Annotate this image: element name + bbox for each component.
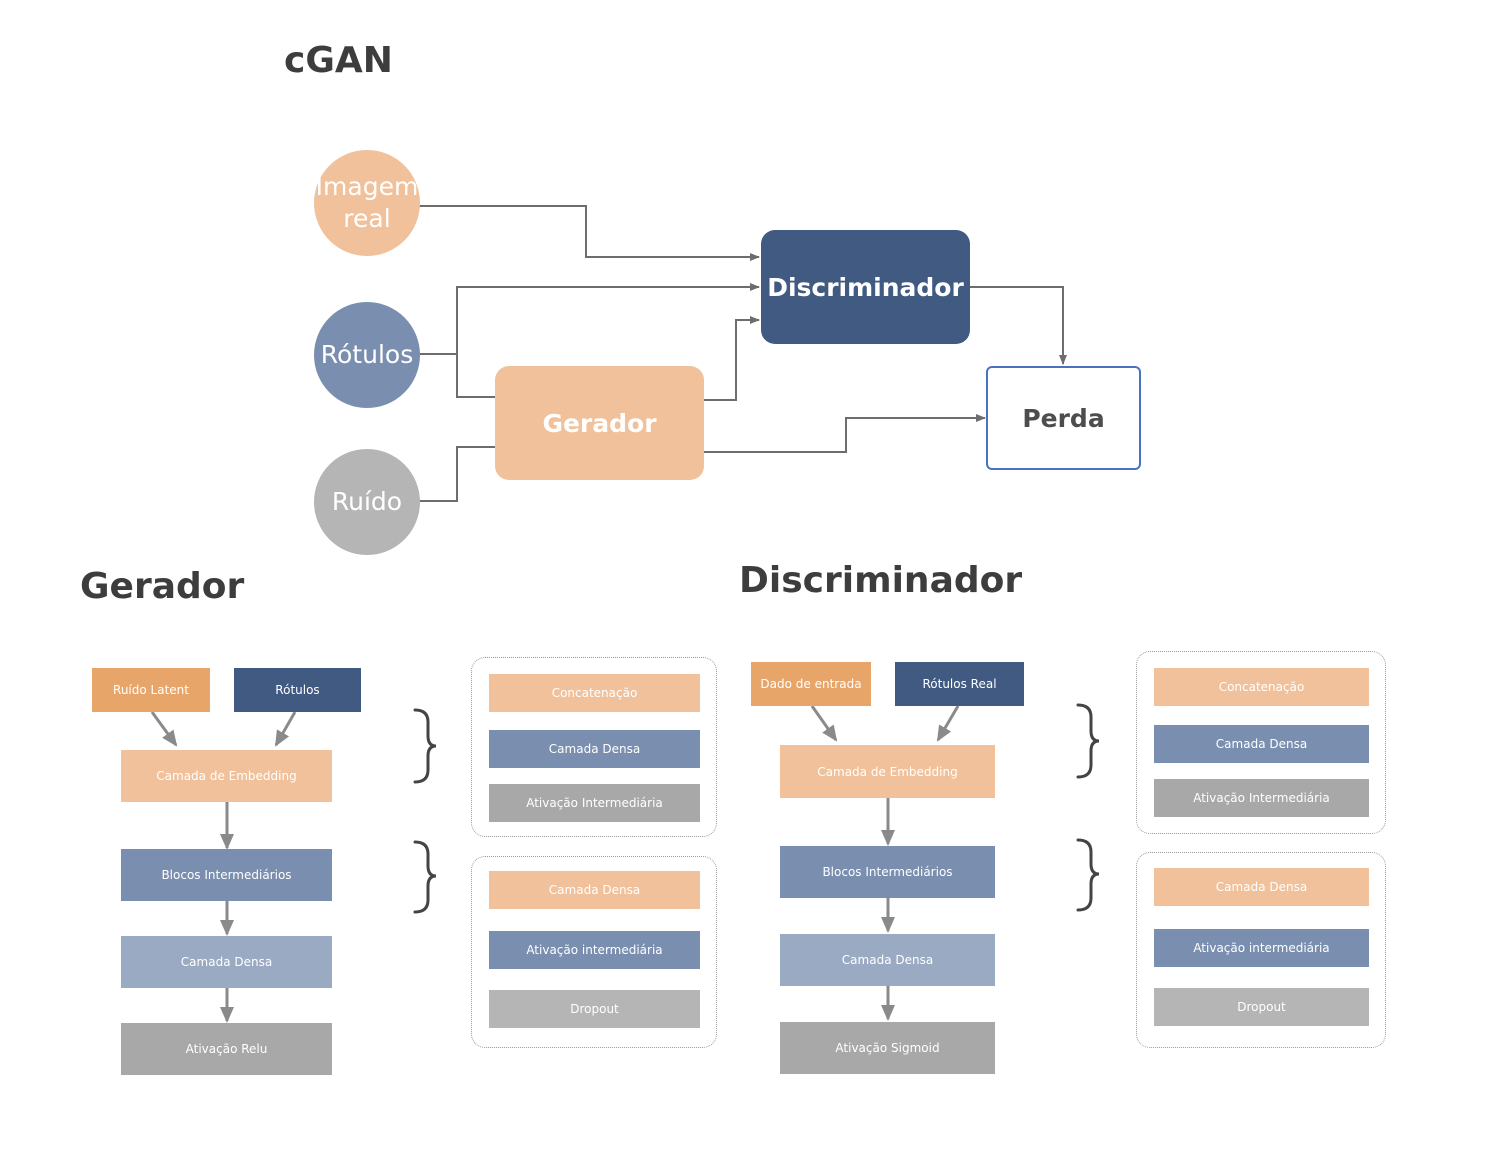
edge-noise-to-generator bbox=[419, 446, 495, 502]
edge-generator-to-discriminator bbox=[704, 316, 760, 401]
gen-intermediate-blocks: Blocos Intermediários bbox=[121, 849, 332, 901]
cgan-title: cGAN bbox=[284, 40, 393, 81]
loss-node: Perda bbox=[986, 366, 1141, 470]
gen-input-noise: Ruído Latent bbox=[92, 668, 210, 712]
gen-group2-activation: Ativação intermediária bbox=[489, 931, 700, 969]
gen-group2-dropout: Dropout bbox=[489, 990, 700, 1028]
noise-input-node: Ruído bbox=[314, 449, 420, 555]
gen-brace-2 bbox=[413, 840, 437, 914]
labels-input-node: Rótulos bbox=[314, 302, 420, 408]
disc-group2-activation: Ativação intermediária bbox=[1154, 929, 1369, 967]
disc-group-2 bbox=[1136, 852, 1386, 1048]
edge-discriminator-to-loss bbox=[970, 286, 1067, 365]
gen-relu-activation: Ativação Relu bbox=[121, 1023, 332, 1075]
disc-dense-layer: Camada Densa bbox=[780, 934, 995, 986]
edge-labels-to-generator bbox=[456, 354, 495, 398]
disc-group1-concat: Concatenação bbox=[1154, 668, 1369, 706]
gen-arrow-noise bbox=[150, 711, 178, 747]
gen-group1-activation: Ativação Intermediária bbox=[489, 784, 700, 822]
disc-arrow-labels bbox=[936, 705, 960, 742]
disc-input-data: Dado de entrada bbox=[751, 662, 871, 706]
gen-brace-1 bbox=[413, 708, 437, 784]
disc-embedding-layer: Camada de Embedding bbox=[780, 745, 995, 798]
gen-group2-dense: Camada Densa bbox=[489, 871, 700, 909]
disc-group-1 bbox=[1136, 651, 1386, 834]
disc-group1-activation: Ativação Intermediária bbox=[1154, 779, 1369, 817]
image-input-node: Imagem real bbox=[314, 150, 420, 256]
disc-arrow-input bbox=[810, 705, 838, 742]
edge-image-to-discriminator bbox=[419, 205, 760, 261]
generator-title: Gerador bbox=[80, 566, 245, 607]
discriminator-node: Discriminador bbox=[761, 230, 970, 344]
gen-group1-concat: Concatenação bbox=[489, 674, 700, 712]
disc-input-labels: Rótulos Real bbox=[895, 662, 1024, 706]
edge-generator-to-loss bbox=[704, 414, 986, 453]
disc-sigmoid-activation: Ativação Sigmoid bbox=[780, 1022, 995, 1074]
disc-brace-2 bbox=[1076, 838, 1100, 912]
disc-brace-1 bbox=[1076, 703, 1100, 779]
disc-group2-dropout: Dropout bbox=[1154, 988, 1369, 1026]
disc-intermediate-blocks: Blocos Intermediários bbox=[780, 846, 995, 898]
gen-group1-dense: Camada Densa bbox=[489, 730, 700, 768]
edge-labels-to-discriminator bbox=[419, 283, 760, 355]
generator-node: Gerador bbox=[495, 366, 704, 480]
gen-arrow-labels bbox=[274, 711, 297, 747]
disc-group2-dense: Camada Densa bbox=[1154, 868, 1369, 906]
gen-dense-layer: Camada Densa bbox=[121, 936, 332, 988]
gen-group-1 bbox=[471, 657, 717, 837]
gen-input-labels: Rótulos bbox=[234, 668, 361, 712]
discriminator-title: Discriminador bbox=[739, 560, 1023, 601]
gen-embedding-layer: Camada de Embedding bbox=[121, 750, 332, 802]
gen-group-2 bbox=[471, 856, 717, 1048]
disc-group1-dense: Camada Densa bbox=[1154, 725, 1369, 763]
